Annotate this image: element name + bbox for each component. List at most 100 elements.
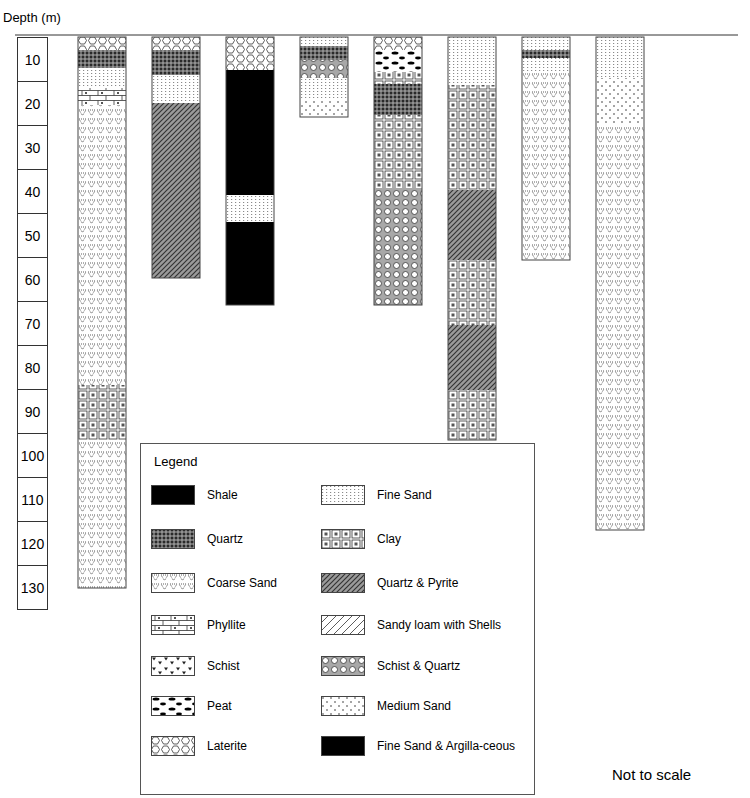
legend-swatch: [321, 656, 365, 676]
legend-entry: Clay: [321, 529, 526, 559]
stratum: [300, 100, 348, 117]
stratum: [152, 75, 200, 103]
stratum: [448, 85, 496, 190]
column-outline: [78, 37, 126, 588]
legend-box: LegendShale Fine SandQuartz ClayCoarse San…: [140, 443, 535, 795]
stratum: [78, 105, 126, 385]
legend-label: Quartz: [207, 532, 315, 546]
legend-swatch: [151, 529, 195, 549]
legend-label: Phyllite: [207, 618, 315, 632]
stratum: [300, 46, 348, 60]
legend-entry: Peat: [151, 696, 316, 726]
legend-label: Quartz & Pyrite: [377, 576, 527, 590]
column-outline: [152, 37, 200, 278]
depth-cell: 110: [17, 477, 48, 522]
depth-number: 50: [25, 228, 41, 244]
depth-number: 70: [25, 316, 41, 332]
legend-swatch: [321, 736, 365, 756]
legend-label: Peat: [207, 699, 315, 713]
axis-title: Depth (m): [3, 10, 61, 25]
depth-number: 90: [25, 404, 41, 420]
legend-swatch: [152, 530, 195, 549]
column-outline: [596, 37, 644, 530]
legend-entry: Phyllite: [151, 615, 316, 645]
legend-entry: Laterite: [151, 736, 316, 766]
legend-swatch: [322, 737, 365, 756]
legend-entry: Schist: [151, 656, 316, 686]
stratum: [448, 325, 496, 390]
legend-swatch: [321, 696, 365, 716]
stratum: [78, 385, 126, 440]
stratum: [522, 58, 570, 72]
column-outline: [300, 37, 348, 117]
legend-entry: Fine Sand: [321, 485, 526, 515]
stratum: [596, 125, 644, 530]
depth-cell: 10: [17, 37, 48, 82]
column-outline: [522, 37, 570, 260]
legend-entry: Schist & Quartz: [321, 656, 526, 686]
stratum: [78, 88, 126, 105]
depth-number: 100: [21, 448, 44, 464]
legend-swatch: [152, 697, 195, 716]
stratum: [522, 72, 570, 260]
stratum: [152, 50, 200, 75]
legend-label: Shale: [207, 488, 315, 502]
borehole-column: [78, 37, 126, 588]
column-outline: [226, 37, 274, 305]
legend-swatch: [321, 615, 365, 635]
legend-swatch: [152, 574, 195, 593]
legend-swatch: [152, 657, 195, 676]
stratum: [374, 115, 422, 188]
borehole-column: [448, 37, 496, 440]
legend-swatch: [322, 530, 365, 549]
legend-swatch: [322, 486, 365, 505]
legend-entry: Quartz & Pyrite: [321, 573, 526, 603]
borehole-column: [522, 37, 570, 260]
depth-cell: 50: [17, 213, 48, 258]
legend-entry: Fine Sand & Argilla-ceous: [321, 736, 526, 766]
ground-line: [15, 35, 738, 36]
depth-number: 120: [21, 536, 44, 552]
depth-number: 30: [25, 140, 41, 156]
borehole-column: [596, 37, 644, 530]
note: Not to scale: [612, 766, 691, 783]
stratum: [448, 190, 496, 260]
legend-label: Medium Sand: [377, 699, 527, 713]
legend-swatch: [151, 736, 195, 756]
legend-swatch: [322, 657, 365, 676]
legend-swatch: [151, 656, 195, 676]
depth-cell: 40: [17, 169, 48, 214]
legend-entry: Sandy loam with Shells: [321, 615, 526, 645]
stratum: [522, 50, 570, 58]
legend-swatch: [152, 486, 195, 505]
stratum: [152, 37, 200, 50]
stratum: [374, 188, 422, 305]
stratum: [448, 390, 496, 440]
depth-cell: 130: [17, 565, 48, 610]
column-outline: [448, 37, 496, 440]
stratum: [78, 440, 126, 588]
stratum: [448, 37, 496, 85]
legend-swatch: [321, 529, 365, 549]
depth-cell: 90: [17, 389, 48, 434]
legend-swatch: [151, 615, 195, 635]
stratum: [448, 260, 496, 325]
legend-entry: Shale: [151, 485, 316, 515]
legend-label: Coarse Sand: [207, 576, 315, 590]
stratum: [300, 60, 348, 78]
legend-label: Schist & Quartz: [377, 659, 527, 673]
borehole-column: [300, 37, 348, 117]
stratum: [226, 222, 274, 305]
stratum: [596, 78, 644, 125]
legend-swatch: [322, 574, 365, 593]
legend-label: Fine Sand & Argilla-ceous: [377, 739, 527, 753]
legend-title: Legend: [154, 454, 197, 469]
depth-cell: 80: [17, 345, 48, 390]
borehole-column: [374, 37, 422, 305]
legend-swatch: [321, 485, 365, 505]
legend-swatch: [322, 697, 365, 716]
stratum: [596, 37, 644, 78]
depth-number: 20: [25, 96, 41, 112]
legend-label: Sandy loam with Shells: [377, 618, 527, 632]
legend-entry: Coarse Sand: [151, 573, 316, 603]
